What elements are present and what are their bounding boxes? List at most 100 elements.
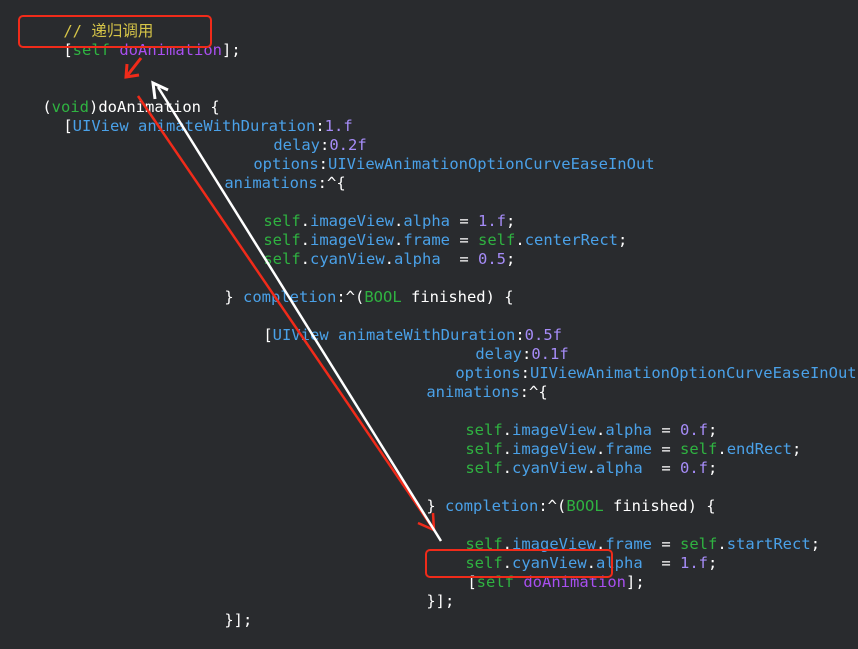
token: [	[263, 326, 273, 344]
comment-text: // 递归调用	[63, 22, 154, 40]
token: ;	[708, 554, 718, 572]
constant: UIViewAnimationOptionCurveEaseInOut	[530, 364, 857, 382]
token: .	[502, 554, 512, 572]
token: .	[596, 535, 606, 553]
self-keyword: self	[680, 440, 718, 458]
token: ;	[618, 231, 628, 249]
bool-keyword: BOOL	[566, 497, 604, 515]
property: cyanView	[310, 250, 385, 268]
token: .	[596, 421, 606, 439]
property: frame	[605, 535, 653, 553]
token: :^{	[317, 174, 346, 192]
number: 1.f	[680, 554, 708, 572]
token: [	[467, 573, 477, 591]
property: alpha	[596, 554, 643, 572]
property: cyanView	[512, 554, 587, 572]
highlight-box-top	[18, 15, 212, 48]
code-line-cyan-2: self.cyanView.alpha = 0.f;	[428, 440, 717, 497]
code-line-animations-2: animations:^{	[389, 364, 548, 421]
token: }	[426, 497, 445, 515]
number: 0.f	[680, 459, 708, 477]
selector-part: completion	[445, 497, 539, 515]
token: =	[652, 535, 681, 553]
selector-part: delay	[475, 345, 522, 363]
token: =	[652, 421, 681, 439]
self-keyword: self	[465, 535, 503, 553]
token: .	[502, 535, 512, 553]
token: .	[300, 250, 310, 268]
property: alpha	[596, 459, 643, 477]
property: centerRect	[524, 231, 619, 249]
token: .	[384, 250, 394, 268]
self-keyword: self	[465, 459, 503, 477]
self-keyword: self	[465, 554, 503, 572]
token: :	[520, 364, 530, 382]
token: =	[450, 212, 479, 230]
highlight-box-bottom	[425, 549, 613, 578]
token: :	[522, 345, 532, 363]
code-line-completion-2: } completion:^(BOOL finished) {	[389, 478, 716, 535]
constant: UIViewAnimationOptionCurveEaseInOut	[328, 155, 655, 173]
bool-keyword: BOOL	[364, 288, 402, 306]
token: :^{	[519, 383, 548, 401]
token: finished) {	[603, 497, 716, 515]
property: startRect	[726, 535, 811, 553]
self-keyword: self	[465, 440, 503, 458]
property: imageView	[512, 421, 596, 439]
token: ;	[708, 421, 718, 439]
token: (	[42, 98, 52, 116]
token: finished) {	[401, 288, 514, 306]
token: =	[642, 459, 680, 477]
self-keyword: self	[72, 41, 110, 59]
property: endRect	[726, 440, 793, 458]
self-keyword: self	[680, 535, 718, 553]
token: :^(	[336, 288, 365, 306]
closing-bracket-inner: }];	[389, 573, 454, 630]
property: imageView	[512, 440, 596, 458]
recursive-call-top: [self doAnimation];	[26, 22, 241, 79]
code-line-delay-2: delay:0.1f	[438, 326, 568, 383]
self-keyword: self	[263, 250, 301, 268]
token: =	[642, 554, 680, 572]
token: .	[717, 535, 727, 553]
token	[129, 117, 138, 135]
token: :^(	[538, 497, 567, 515]
selector-part: animations	[224, 174, 318, 192]
token: }];	[224, 611, 253, 629]
code-line-alpha-2: self.imageView.alpha = 0.f;	[428, 402, 717, 459]
method-name: doAnimation	[119, 41, 222, 59]
code-line-options-2: options:UIViewAnimationOptionCurveEaseIn…	[418, 345, 857, 402]
number: 1.f	[478, 212, 507, 230]
self-keyword: self	[478, 231, 516, 249]
token: ];	[626, 573, 645, 591]
property: cyanView	[512, 459, 587, 477]
property: imageView	[512, 535, 596, 553]
token: :	[515, 326, 525, 344]
token: ;	[792, 440, 802, 458]
token: ;	[708, 459, 718, 477]
number: 0.5f	[524, 326, 562, 344]
comment-line: // 递归调用	[26, 3, 153, 60]
number: 0.f	[680, 421, 709, 439]
property: frame	[605, 440, 653, 458]
code-line-frame-2: self.imageView.frame = self.endRect;	[428, 421, 801, 478]
property: alpha	[605, 421, 653, 439]
token: .	[717, 440, 727, 458]
token: =	[652, 440, 681, 458]
selector-part: options	[455, 364, 521, 382]
token: [	[63, 41, 73, 59]
closing-bracket-outer: }];	[187, 592, 252, 649]
selector-part: completion	[243, 288, 337, 306]
token: ];	[222, 41, 241, 59]
token: .	[502, 421, 512, 439]
class-name: UIView	[72, 117, 129, 135]
selector-part: animations	[426, 383, 520, 401]
token: .	[586, 554, 596, 572]
token: =	[450, 231, 479, 249]
void-keyword: void	[51, 98, 89, 116]
property: alpha	[394, 250, 441, 268]
token: .	[515, 231, 525, 249]
number: 0.5	[478, 250, 506, 268]
token: ;	[506, 250, 516, 268]
